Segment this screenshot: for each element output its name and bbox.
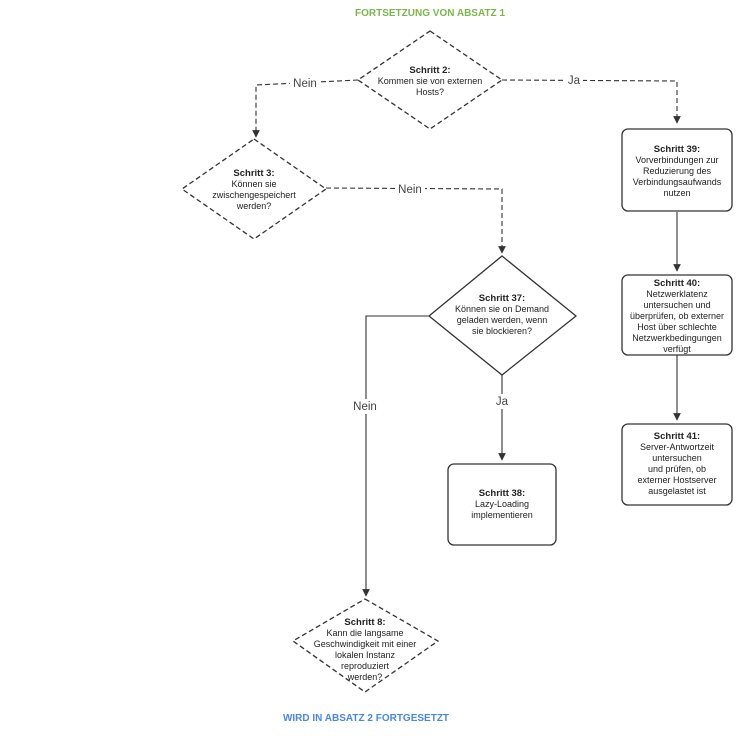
edge-labels: Nein Ja Nein Nein Ja — [290, 73, 583, 414]
step38-line: Lazy-Loading — [475, 499, 529, 509]
step37-line: sie blockieren? — [472, 326, 532, 336]
continuation-header: FORTSETZUNG VON ABSATZ 1 — [355, 8, 505, 19]
step8-line: reproduziert — [341, 661, 390, 671]
step39-line: Verbindungsaufwands — [633, 177, 722, 187]
edge-label-step3-no: Nein — [398, 184, 422, 196]
step8-line: Kann die langsame — [326, 628, 403, 638]
step3-line: zwischengespeichert — [212, 190, 296, 200]
step2-line: Hosts? — [416, 87, 444, 97]
step3-line: Können sie — [231, 179, 276, 189]
continued-footer: WIRD IN ABSATZ 2 FORTGESETZT — [283, 713, 449, 724]
step41-line: untersuchen — [652, 453, 702, 463]
step37-line: geladen werden, wenn — [457, 315, 548, 325]
edges — [252, 79, 681, 597]
step8-line: lokalen Instanz — [335, 650, 396, 660]
edge-label-step2-no: Nein — [293, 78, 317, 90]
step40-line: untersuchen und — [643, 300, 710, 310]
step39-line: Vorverbindungen zur — [635, 155, 718, 165]
edge-step2-step39 — [501, 79, 681, 124]
step40-title: Schritt 40: — [654, 278, 700, 289]
step39-line: nutzen — [663, 188, 690, 198]
step37-title: Schritt 37: — [479, 293, 525, 304]
step41-line: ausgelastet ist — [648, 486, 706, 496]
edge-label-step37-no: Nein — [353, 401, 377, 413]
edge-label-step37-yes: Ja — [496, 396, 509, 408]
step39-title: Schritt 39: — [654, 144, 700, 155]
step41-title: Schritt 41: — [654, 431, 700, 442]
step8-title: Schritt 8: — [344, 617, 385, 628]
step40-line: verfügt — [663, 344, 691, 354]
step41-line: und prüfen, ob — [648, 464, 706, 474]
step2-line: Kommen sie von externen — [378, 76, 483, 86]
step40-line: überprüfen, ob externer — [630, 311, 724, 321]
step40-line: Host über schlechte — [637, 322, 717, 332]
step8-line: werden? — [347, 672, 383, 682]
edge-step2-step3 — [252, 79, 359, 138]
step41-line: externer Hostserver — [637, 475, 716, 485]
edge-label-step2-yes: Ja — [568, 75, 581, 87]
step38-title: Schritt 38: — [479, 488, 525, 499]
step41-line: Server-Antwortzeit — [640, 442, 715, 452]
step8-line: Geschwindigkeit mit einer — [314, 639, 417, 649]
step3-line: werden? — [236, 201, 272, 211]
step3-title: Schritt 3: — [233, 168, 274, 179]
step2-title: Schritt 2: — [409, 65, 450, 76]
step39-line: Reduzierung des — [643, 166, 712, 176]
step40-line: Netzwerkbedingungen — [632, 333, 722, 343]
edge-step3-step37 — [325, 187, 506, 254]
step40-line: Netzwerklatenz — [646, 289, 708, 299]
step38-line: implementieren — [471, 510, 533, 520]
edge-step37-step8 — [362, 315, 429, 597]
step37-line: Können sie on Demand — [455, 304, 549, 314]
